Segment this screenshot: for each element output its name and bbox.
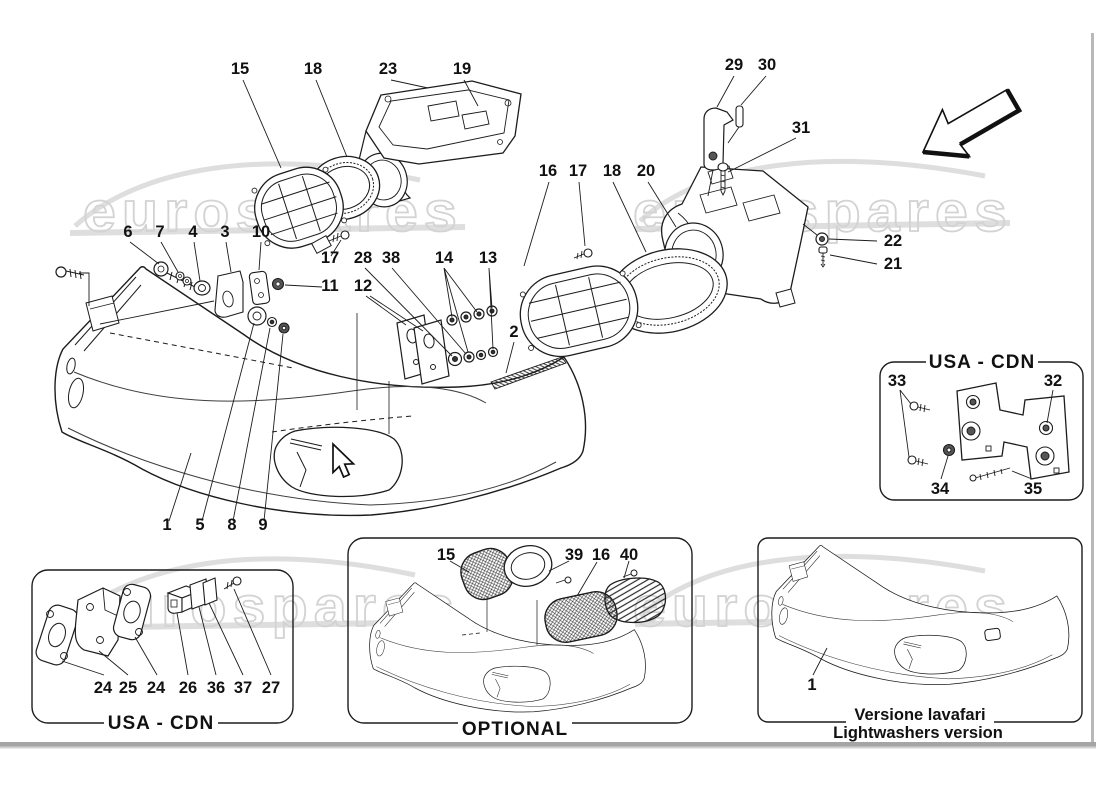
callout-37[interactable]: 37: [234, 679, 252, 697]
leader-lines: [129, 75, 878, 522]
callout-4[interactable]: 4: [188, 223, 198, 241]
usa-cdn-right-box: USA - CDN 33 32 34 35: [879, 352, 1084, 501]
screw-6-part: [153, 261, 198, 291]
callout-16[interactable]: 16: [592, 546, 610, 564]
page-edge-shadows: [0, 33, 1096, 749]
screw-27-part: [223, 576, 242, 590]
screw-17-right-part: [573, 248, 593, 260]
callout-40[interactable]: 40: [620, 546, 638, 564]
gasket-24a-part: [35, 604, 79, 666]
mounting-plates-part: [396, 314, 450, 385]
lightwashers-bumper: [771, 544, 1070, 686]
main-bumper-drawing: [54, 266, 587, 517]
callout-32[interactable]: 32: [1044, 372, 1062, 390]
washer-set-upper: [446, 305, 498, 326]
optional-screw-a: [555, 576, 572, 584]
direction-arrow-icon: [921, 88, 1023, 159]
optional-title: OPTIONAL: [462, 719, 568, 740]
callout-21[interactable]: 21: [884, 255, 902, 273]
callout-15[interactable]: 15: [437, 546, 455, 564]
usa-cdn-screws-33: [907, 401, 931, 467]
callout-10[interactable]: 10: [252, 223, 270, 241]
callout-31[interactable]: 31: [792, 119, 810, 137]
callout-14[interactable]: 14: [435, 249, 454, 267]
washer-set-lower: [447, 346, 499, 367]
washer-22-part: [815, 232, 829, 246]
grommet-4-part: [193, 280, 211, 296]
callout-12[interactable]: 12: [354, 277, 372, 295]
gasket-ring-right-part: [608, 248, 728, 334]
callout-29[interactable]: 29: [725, 56, 743, 74]
optional-box: OPTIONAL 15 39 16 40: [347, 537, 693, 740]
usa-cdn-left-title: USA - CDN: [108, 713, 214, 734]
callout-38[interactable]: 38: [382, 249, 400, 267]
bracket-29-part: [703, 107, 734, 197]
callout-17[interactable]: 17: [569, 162, 587, 180]
left-end-screw: [55, 266, 85, 280]
stack-5-8-9-parts: [247, 306, 290, 334]
pin-30-part: [727, 105, 744, 144]
callout-8[interactable]: 8: [227, 516, 236, 534]
screw-17-left-part: [328, 230, 350, 243]
usa-cdn-screw-35: [969, 467, 1011, 482]
callout-33[interactable]: 33: [888, 372, 906, 390]
callout-2[interactable]: 2: [509, 323, 518, 341]
callout-24[interactable]: 24: [94, 679, 113, 697]
callout-24[interactable]: 24: [147, 679, 166, 697]
bracket-3-part: [214, 270, 244, 318]
lightwashers-box: Versione lavafari Lightwashers version 1: [757, 537, 1083, 742]
callout-39[interactable]: 39: [565, 546, 583, 564]
callout-15[interactable]: 15: [231, 60, 249, 78]
callout-28[interactable]: 28: [354, 249, 372, 267]
callout-1[interactable]: 1: [807, 676, 816, 694]
callout-22[interactable]: 22: [884, 232, 902, 250]
plates-36-37-parts: [189, 577, 218, 610]
callout-7[interactable]: 7: [155, 223, 164, 241]
callout-36[interactable]: 36: [207, 679, 225, 697]
callout-6[interactable]: 6: [123, 223, 132, 241]
optional-screw-b: [622, 569, 638, 578]
callout-23[interactable]: 23: [379, 60, 397, 78]
callout-35[interactable]: 35: [1024, 480, 1042, 498]
callout-5[interactable]: 5: [195, 516, 204, 534]
callout-34[interactable]: 34: [931, 480, 950, 498]
callout-27[interactable]: 27: [262, 679, 280, 697]
usa-cdn-left-box: USA - CDN 24 25 24 26 36 37 27: [31, 569, 294, 734]
screw-21-part: [818, 246, 828, 268]
gasket-24b-part: [112, 583, 152, 641]
callout-20[interactable]: 20: [637, 162, 655, 180]
nut-11-part: [271, 277, 285, 291]
callout-11[interactable]: 11: [321, 277, 338, 295]
optional-duct-40-part: [604, 577, 667, 624]
optional-ring-39-part: [503, 545, 553, 587]
mouse-cursor-icon: [332, 441, 356, 479]
callout-30[interactable]: 30: [758, 56, 776, 74]
grille-right-part: [519, 265, 642, 358]
callout-9[interactable]: 9: [258, 516, 267, 534]
callout-1[interactable]: 1: [162, 516, 171, 534]
callout-13[interactable]: 13: [479, 249, 497, 267]
callout-17[interactable]: 17: [321, 249, 339, 267]
usa-cdn-nut-34: [942, 443, 956, 457]
lightwashers-title-en: Lightwashers version: [833, 724, 1003, 742]
grille-left-part: [251, 166, 347, 255]
plate-10-part: [248, 270, 271, 305]
washers-7-part: [175, 271, 192, 286]
usa-cdn-right-title: USA - CDN: [929, 352, 1035, 373]
callout-3[interactable]: 3: [220, 223, 229, 241]
callout-18[interactable]: 18: [603, 162, 621, 180]
lightwashers-title-it: Versione lavafari: [854, 706, 985, 724]
callout-19[interactable]: 19: [453, 60, 471, 78]
adhesive-strip-part: [490, 356, 567, 390]
callout-18[interactable]: 18: [304, 60, 322, 78]
lightwasher-cover: [984, 627, 1001, 642]
bracket-25-part: [74, 587, 121, 657]
screw-31-part: [717, 162, 729, 197]
callout-26[interactable]: 26: [179, 679, 197, 697]
callout-25[interactable]: 25: [119, 679, 137, 697]
callout-16[interactable]: 16: [539, 162, 557, 180]
